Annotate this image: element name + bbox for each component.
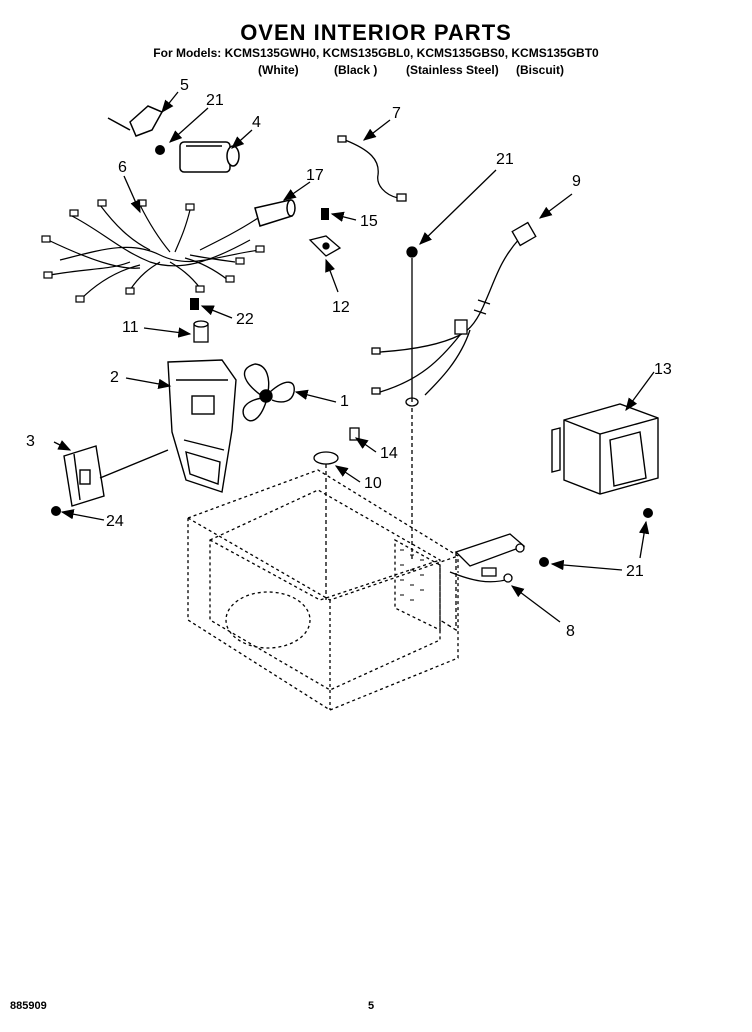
part-14-clip <box>349 427 360 441</box>
ground-wire <box>405 246 419 560</box>
part-3-motor <box>63 445 169 507</box>
part-22-screw <box>190 298 199 310</box>
callout-24: 24 <box>106 513 124 530</box>
callout-labels: 5 21 4 6 17 7 15 12 21 9 22 11 2 1 3 24 … <box>26 77 672 640</box>
callout-12: 12 <box>332 299 350 316</box>
part-7-wire <box>337 135 407 202</box>
callout-21-b: 21 <box>496 151 514 168</box>
part-24-screw <box>51 506 61 516</box>
oven-cavity <box>187 469 459 711</box>
page-number: 5 <box>368 1000 375 1012</box>
callout-10: 10 <box>364 475 382 492</box>
finish-stainless: (Stainless Steel) <box>406 63 499 77</box>
part-21-screw-c <box>539 557 549 567</box>
leader-lines <box>53 91 655 623</box>
part-10-cutout <box>313 451 339 600</box>
callout-6: 6 <box>118 159 127 176</box>
part-4-capacitor <box>179 141 240 173</box>
part-11-coupler <box>193 320 209 343</box>
part-21-screw-d <box>643 508 653 518</box>
finish-biscuit: (Biscuit) <box>516 63 564 77</box>
part-15-screw <box>321 208 329 220</box>
callout-21-a: 21 <box>206 92 224 109</box>
part-9-power-cord <box>371 221 537 396</box>
callout-9: 9 <box>572 173 581 190</box>
callout-4: 4 <box>252 114 261 131</box>
finish-black: (Black ) <box>334 63 378 77</box>
callout-17: 17 <box>306 167 324 184</box>
callout-3: 3 <box>26 433 35 450</box>
part-6-wire-harness <box>47 204 261 301</box>
callout-5: 5 <box>180 77 189 94</box>
callout-1: 1 <box>340 393 349 410</box>
part-12-thermostat <box>308 235 342 257</box>
part-1-fan-blade <box>242 363 295 422</box>
part-2-motor-bracket <box>167 359 237 493</box>
callout-14: 14 <box>380 445 398 462</box>
callout-13: 13 <box>654 361 672 378</box>
callout-8: 8 <box>566 623 575 640</box>
callout-7: 7 <box>392 105 401 122</box>
part-5-bracket <box>107 105 164 137</box>
document-number: 885909 <box>10 1000 47 1012</box>
callout-21-c: 21 <box>626 563 644 580</box>
callout-11: 11 <box>122 319 139 336</box>
part-13-transformer <box>551 403 659 495</box>
model-list: For Models: KCMS135GWH0, KCMS135GBL0, KC… <box>153 46 599 60</box>
callout-2: 2 <box>110 369 119 386</box>
part-21-screw-a <box>155 145 165 155</box>
part-17-sleeve <box>254 199 296 227</box>
harness-terminals <box>41 199 265 303</box>
part-8-assembly <box>439 533 526 632</box>
callout-22: 22 <box>236 311 254 328</box>
finish-white: (White) <box>258 63 299 77</box>
page-title: OVEN INTERIOR PARTS <box>240 20 512 45</box>
callout-15: 15 <box>360 213 378 230</box>
